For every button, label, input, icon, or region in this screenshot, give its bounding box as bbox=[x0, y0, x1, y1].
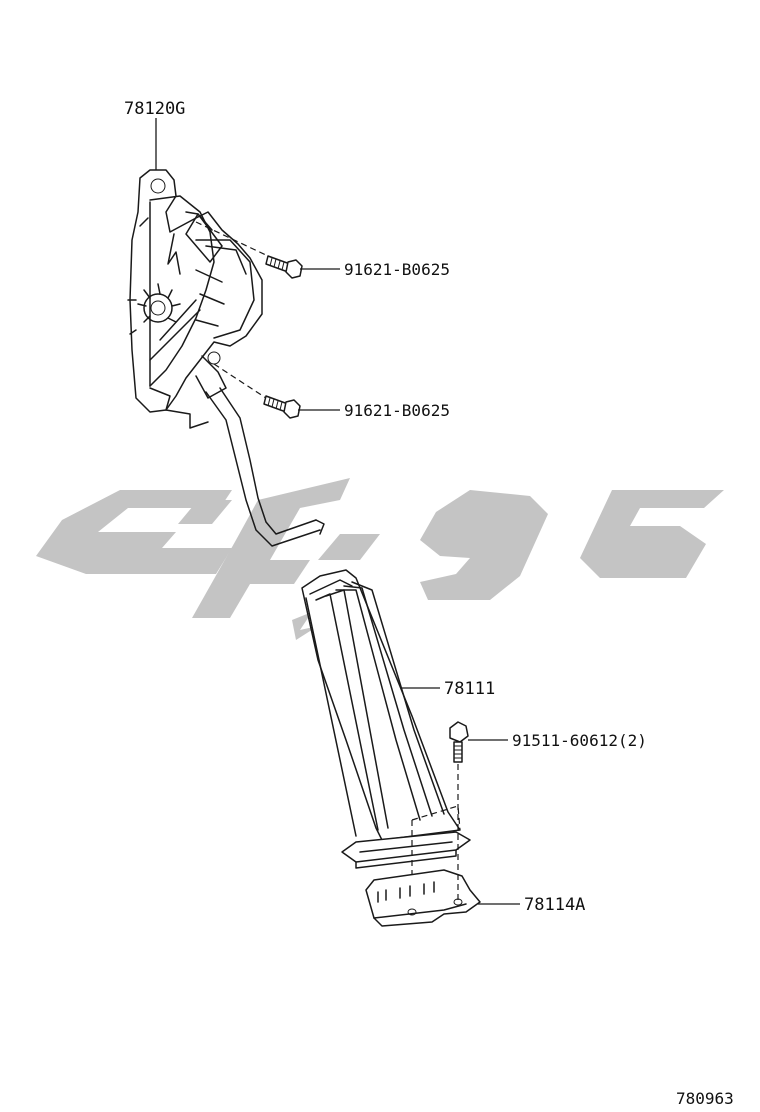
part-label-bolt-upper: 91621-B0625 bbox=[344, 260, 450, 279]
watermark-logo bbox=[36, 478, 724, 640]
pedal-bracket bbox=[365, 869, 481, 927]
part-label-pedal-arm: 78111 bbox=[444, 679, 495, 699]
pedal-arm-rod bbox=[205, 387, 325, 547]
accelerator-pedal bbox=[301, 569, 471, 896]
lower-bolt-guide-line bbox=[213, 363, 267, 399]
part-label-bracket: 78114A bbox=[524, 895, 585, 915]
part-label-bolt-lower: 91621-B0625 bbox=[344, 401, 450, 420]
bracket-bolt-icon bbox=[449, 721, 469, 763]
bolt-upper-icon bbox=[265, 255, 303, 279]
pedal-sensor-assembly bbox=[127, 169, 263, 429]
part-label-sensor-assembly: 78120G bbox=[124, 99, 185, 119]
figure-number: 780963 bbox=[676, 1089, 734, 1108]
part-label-bracket-bolt: 91511-60612(2) bbox=[512, 731, 647, 750]
bolt-lower-icon bbox=[263, 395, 301, 419]
upper-bolt-guide-line bbox=[195, 221, 269, 257]
